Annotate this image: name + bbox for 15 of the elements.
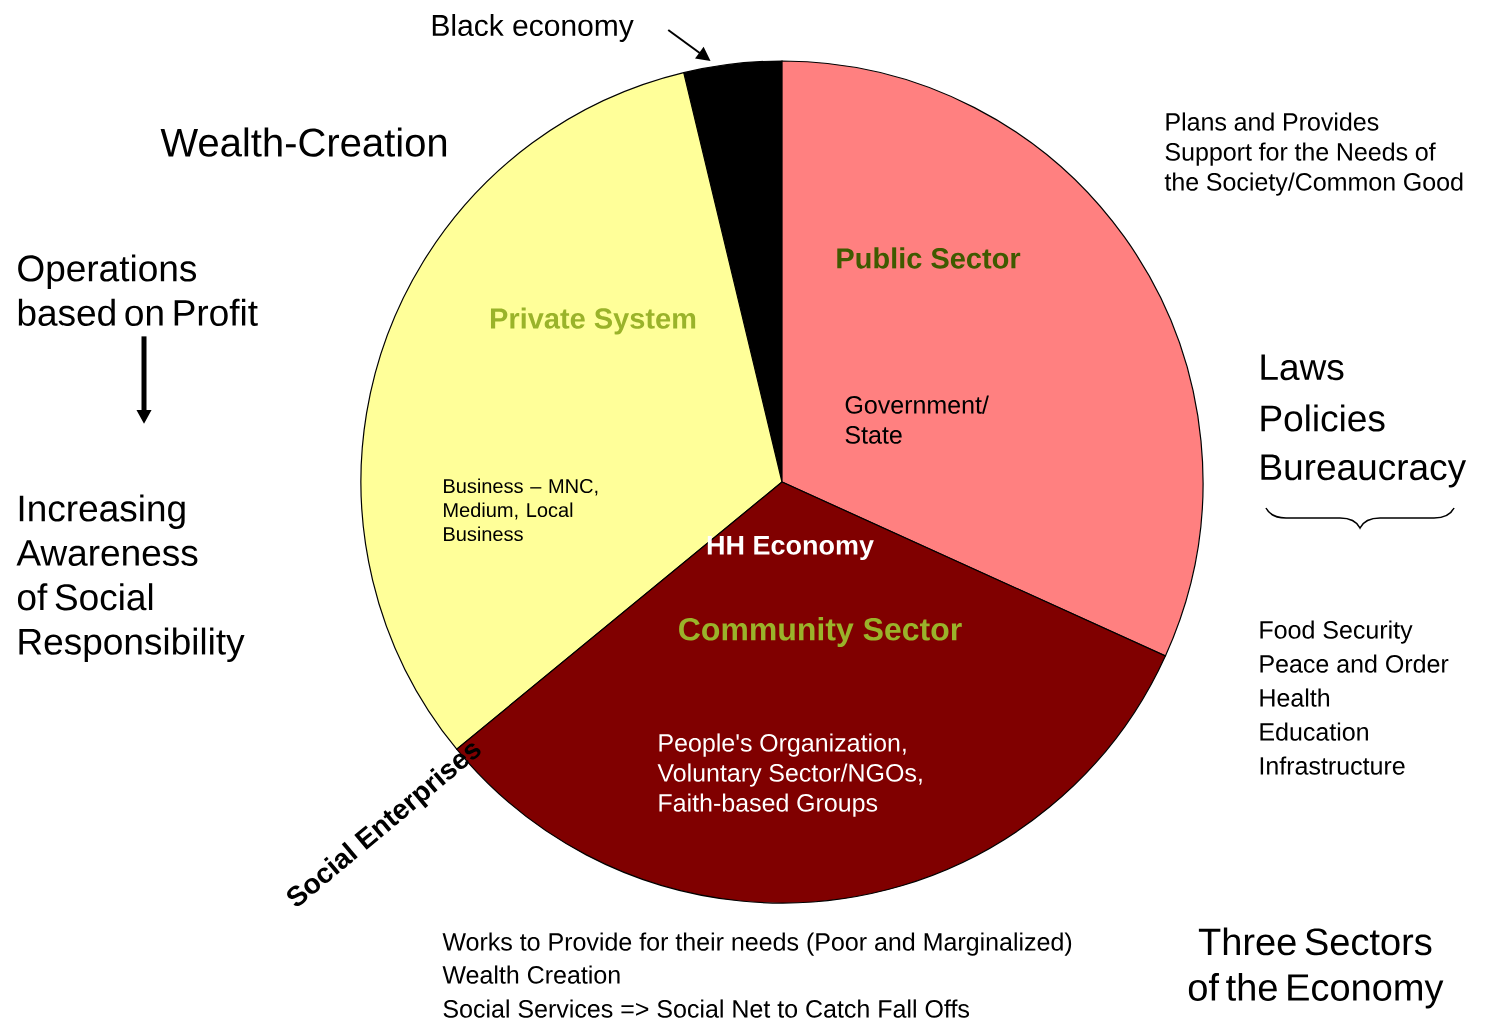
annotation-text: Operations based on Profit [18,254,258,326]
annotation-text: Bureaucracy [1261,454,1467,488]
annotation-text: Wealth Creation [442,965,620,984]
annotation-text: Increasing Awareness of Social Responsibility [16,494,245,663]
title: Three Sectors of the Economy [1188,927,1444,1009]
list-item: Health [1260,688,1330,707]
list-item: Education [1260,722,1368,741]
list-item: Food Security [1260,620,1413,644]
annotation-text: Black economy [432,14,634,42]
annotation-text: Laws [1261,354,1344,381]
list-item: Peace and Order [1260,654,1449,673]
annotation-text: Social Services => Social Net to Catch Fall Offs [443,999,969,1018]
annotation-text: Policies [1261,404,1385,432]
annotation-text: Works to Provide for their needs (Poor and Marginalized) [442,932,1072,956]
list-item: Infrastructure [1260,756,1405,775]
